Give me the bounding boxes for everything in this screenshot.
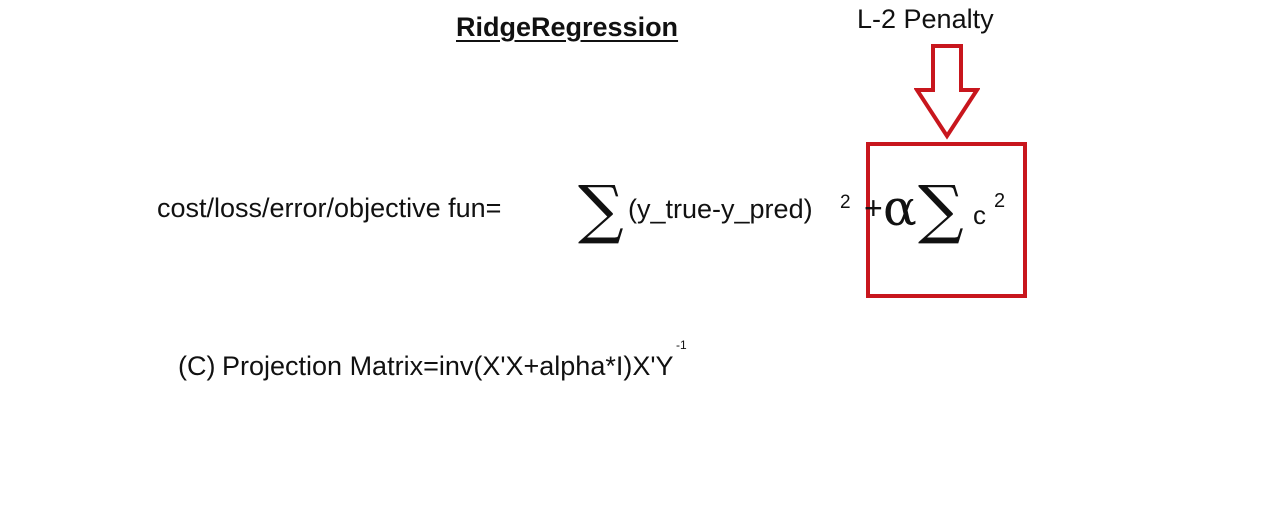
penalty-label: L-2 Penalty (857, 4, 994, 34)
penalty-highlight-box (866, 142, 1027, 298)
alpha-symbol: α (883, 179, 917, 237)
coefficient-term: c (973, 200, 986, 230)
page-title: RidgeRegression (456, 12, 679, 42)
projection-formula: Projection Matrix=inv(X'X+alpha*I)X'Y (222, 351, 674, 381)
cost-function-label: cost/loss/error/objective fun= (157, 193, 502, 223)
residual-square-exponent: 2 (840, 192, 851, 213)
down-arrow-icon (914, 44, 980, 140)
summation-symbol: ∑ (578, 173, 624, 247)
inverse-exponent: -1 (676, 338, 687, 352)
residual-term: (y_true-y_pred) (628, 194, 813, 224)
plus-sign: + (864, 190, 883, 226)
projection-prefix: (C) (178, 351, 216, 381)
coefficient-square-exponent: 2 (994, 190, 1006, 212)
penalty-summation-symbol: ∑ (918, 173, 964, 247)
